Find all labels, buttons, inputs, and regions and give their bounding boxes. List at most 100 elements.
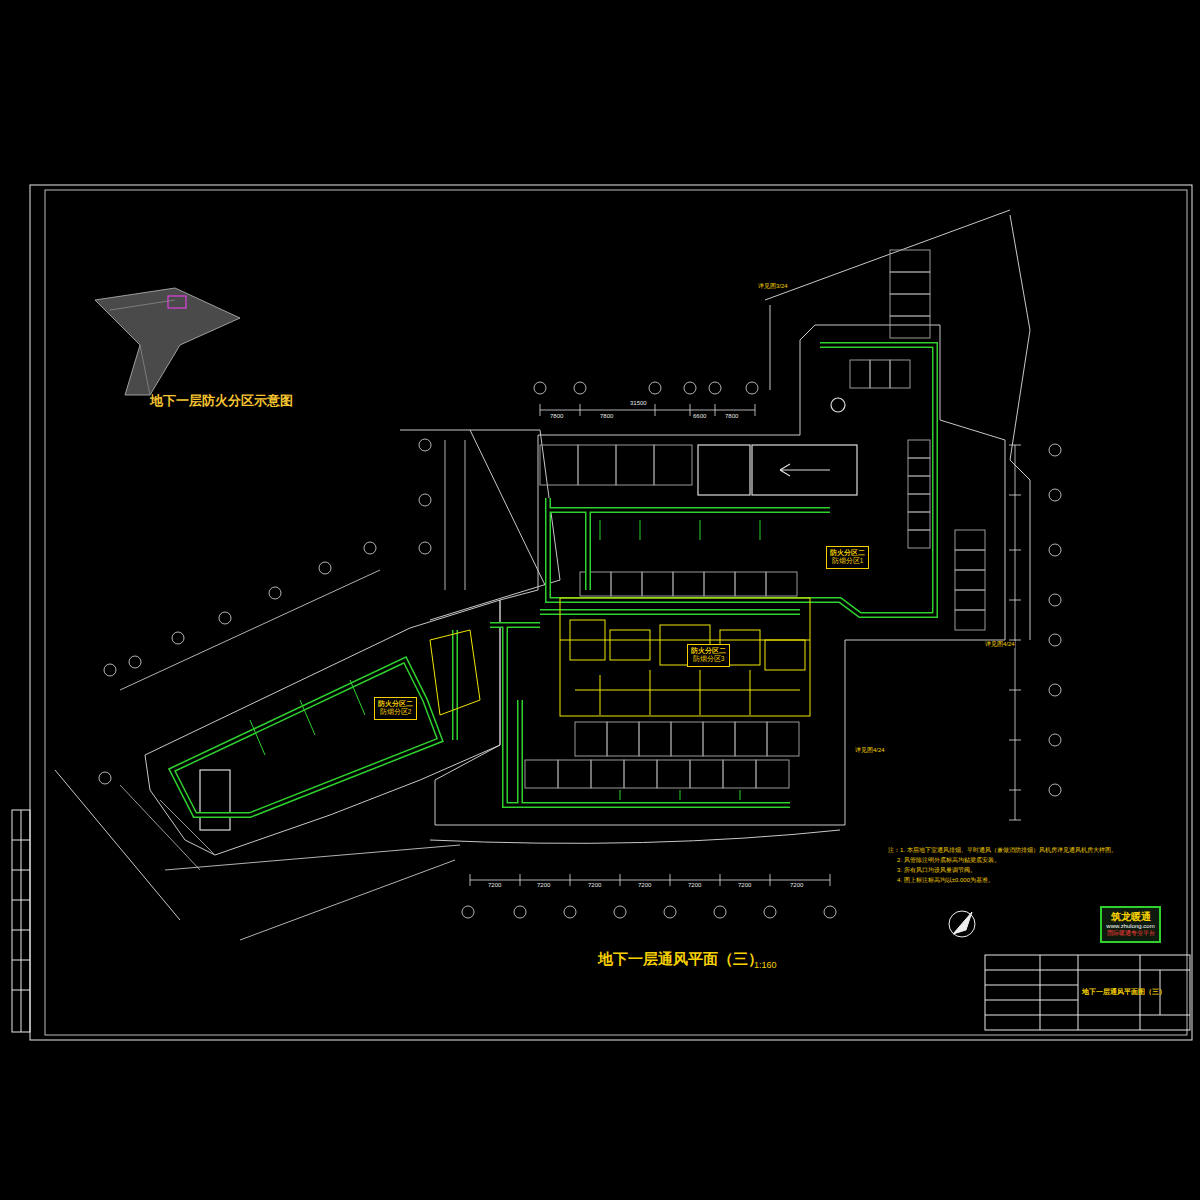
- ventilation-ducts-part-part: [600, 520, 760, 800]
- equipment-rooms-part: [430, 630, 480, 715]
- parking-stall: [767, 722, 799, 756]
- annotation-text: 详见图4/24: [985, 641, 1015, 648]
- building-outline-part: [120, 785, 215, 870]
- ventilation-ducts-part-part: [540, 611, 800, 614]
- parking-stall: [642, 572, 673, 596]
- parking-stalls: [525, 250, 985, 788]
- north-arrow-part: [953, 912, 972, 934]
- fire-zone-tag: 防火分区二防烟分区2: [374, 697, 417, 720]
- dimension-lines-part: [540, 404, 755, 416]
- parking-stall: [908, 512, 930, 530]
- ventilation-ducts-part: [172, 345, 935, 815]
- dimension-text: 6600: [693, 413, 706, 420]
- annotation-text: 4. 图上标注标高均以±0.000为基准。: [897, 877, 994, 884]
- equipment-rooms-part: [560, 598, 810, 716]
- building-outline: [55, 210, 1030, 920]
- dimension-text: 7200: [688, 882, 701, 889]
- grid-bubbles-part: [746, 382, 758, 394]
- dimension-text: 7200: [790, 882, 803, 889]
- grid-bubbles-part: [172, 632, 184, 644]
- parking-stall: [908, 494, 930, 512]
- inset-key-plan-part: [168, 296, 186, 308]
- dimension-lines-part: [120, 440, 465, 690]
- grid-bubbles-part: [1049, 594, 1061, 606]
- node-text: 防烟分区1: [829, 557, 866, 565]
- annotation-text: 详见图4/24: [855, 747, 885, 754]
- parking-stall: [723, 760, 756, 788]
- grid-bubbles-part: [104, 664, 116, 676]
- ventilation-ducts-part-part: [454, 630, 457, 740]
- parking-stall: [591, 760, 624, 788]
- parking-stall: [890, 360, 910, 388]
- parking-stall: [890, 250, 930, 272]
- equipment-rooms-part: [560, 640, 810, 715]
- dimension-text: 7800: [550, 413, 563, 420]
- parking-stall: [540, 445, 578, 485]
- parking-stall: [525, 760, 558, 788]
- grid-bubbles: [99, 382, 1061, 918]
- sheet-frame-part: [30, 185, 1192, 1040]
- parking-stall: [908, 476, 930, 494]
- building-outline-part: [55, 430, 840, 920]
- grid-bubbles-part: [1049, 684, 1061, 696]
- ventilation-ducts-part-part: [452, 630, 458, 740]
- grid-bubbles-part: [684, 382, 696, 394]
- fire-zone-tag: 防火分区二防烟分区3: [687, 644, 730, 667]
- dimension-text: 7200: [537, 882, 550, 889]
- node-text: 国际暖通专业平台: [1105, 930, 1156, 937]
- node-text: 防火分区二: [377, 700, 414, 708]
- parking-stall: [580, 572, 611, 596]
- grid-bubbles-part: [419, 494, 431, 506]
- grid-bubbles-part: [664, 906, 676, 918]
- parking-stall: [955, 530, 985, 550]
- grid-bubbles-part: [364, 542, 376, 554]
- parking-stall: [654, 445, 692, 485]
- parking-stall: [639, 722, 671, 756]
- sheet-frame-part: [45, 190, 1187, 1035]
- ventilation-ducts-part-part: [587, 510, 590, 590]
- ventilation-ducts-part: [250, 520, 760, 800]
- sheet-frame-part: [985, 955, 1190, 1030]
- parking-stall: [908, 458, 930, 476]
- sheet-frame-part: [985, 955, 1190, 1030]
- grid-bubbles-part: [514, 906, 526, 918]
- grid-bubbles-part: [462, 906, 474, 918]
- grid-bubbles-part: [1049, 489, 1061, 501]
- grid-bubbles-part: [1049, 734, 1061, 746]
- grid-bubbles-part: [714, 906, 726, 918]
- node-text: 防火分区二: [690, 647, 727, 655]
- parking-stall: [890, 294, 930, 316]
- sheet-frame-part: [12, 810, 30, 1032]
- parking-stall: [624, 760, 657, 788]
- parking-stall: [870, 360, 890, 388]
- ventilation-ducts-part-part: [585, 510, 591, 590]
- equipment-rooms-part: [765, 640, 805, 670]
- grid-bubbles-part: [564, 906, 576, 918]
- node-text: 筑龙暖通: [1105, 911, 1156, 923]
- watermark-box: 筑龙暖通www.zhulong.com国际暖通专业平台: [1100, 906, 1161, 943]
- annotation-text: 1:160: [754, 960, 777, 970]
- gray-blocks-part: [698, 445, 750, 495]
- ventilation-ducts-part-part: [490, 624, 540, 627]
- parking-stall: [657, 760, 690, 788]
- node-text: 防火分区二: [829, 549, 866, 557]
- parking-stall: [607, 722, 639, 756]
- dimension-text: 31500: [630, 400, 647, 407]
- gray-blocks: [200, 398, 857, 830]
- node-text: www.zhulong.com: [1105, 923, 1156, 930]
- grid-bubbles-part: [419, 542, 431, 554]
- annotation-text: 2. 风管除注明外底标高均贴梁底安装。: [897, 857, 1000, 864]
- grid-bubbles-part: [319, 562, 331, 574]
- dimension-text: 7200: [738, 882, 751, 889]
- parking-stall: [890, 272, 930, 294]
- ventilation-ducts-part: [172, 345, 935, 815]
- dimension-text: 7800: [725, 413, 738, 420]
- grid-bubbles-part: [764, 906, 776, 918]
- dimension-text: 7200: [488, 882, 501, 889]
- ventilation-ducts-part-part: [172, 660, 440, 815]
- parking-stall: [578, 445, 616, 485]
- fire-zone-tag: 防火分区二防烟分区1: [826, 546, 869, 569]
- ventilation-ducts-part-part: [517, 700, 523, 805]
- gray-blocks-part: [780, 464, 830, 476]
